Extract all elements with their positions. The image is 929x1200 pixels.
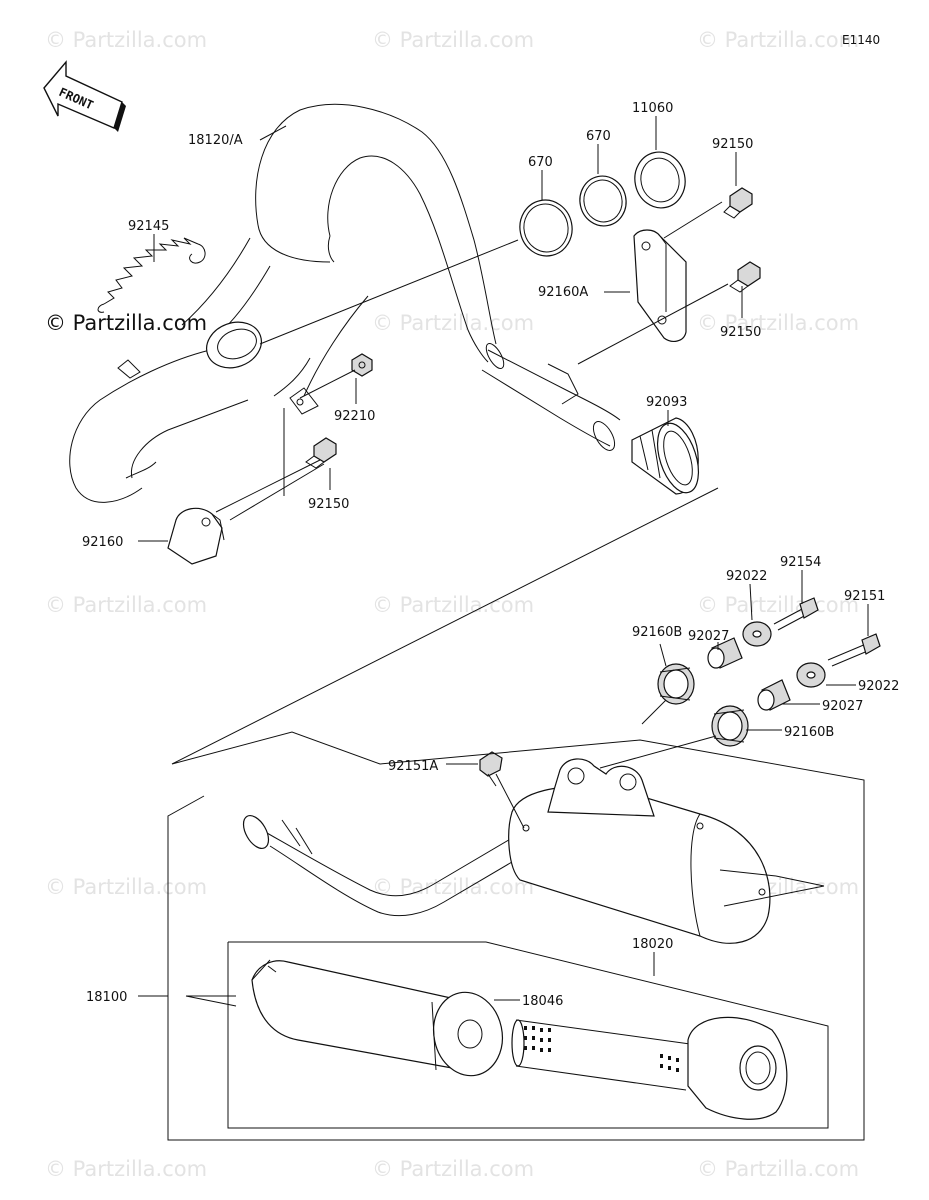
watermark: © Partzilla.com <box>45 875 207 899</box>
callout-labels: 18120/A 92145 670 670 11060 92150 92160A… <box>82 101 899 1009</box>
watermark: © Partzilla.com <box>697 28 859 52</box>
diagram-code: E1140 <box>842 33 880 47</box>
bolt-92150-b <box>729 261 761 293</box>
watermark: © Partzilla.com <box>372 1157 534 1181</box>
bracket-92160a <box>633 229 687 342</box>
gasket-670-b <box>579 175 627 227</box>
callout-670: 670 <box>528 155 553 170</box>
callout-92160: 92160 <box>82 535 123 550</box>
callout-92150: 92150 <box>712 137 753 152</box>
packing-18046 <box>251 959 503 1077</box>
callout-18020: 18020 <box>632 937 673 952</box>
watermark-dark: © Partzilla.com <box>45 311 207 335</box>
collar-92027-b <box>757 679 791 711</box>
callout-92150: 92150 <box>308 497 349 512</box>
bolt-92150-a <box>723 187 753 219</box>
gasket-11060 <box>634 151 686 209</box>
front-arrow-icon: FRONT <box>43 60 126 132</box>
callout-92022: 92022 <box>858 679 899 694</box>
watermark-layer: © Partzilla.com © Partzilla.com © Partzi… <box>45 28 859 1181</box>
callout-92160b: 92160B <box>784 725 834 740</box>
callout-670: 670 <box>586 129 611 144</box>
callout-92027: 92027 <box>688 629 729 644</box>
leader-lines <box>138 116 869 1001</box>
spring-92145 <box>97 237 206 313</box>
callout-92151a: 92151A <box>388 759 438 774</box>
watermark: © Partzilla.com <box>697 311 859 335</box>
washer-92022-a <box>742 621 772 647</box>
watermark: © Partzilla.com <box>45 28 207 52</box>
watermark: © Partzilla.com <box>372 593 534 617</box>
callout-18100: 18100 <box>86 990 127 1005</box>
callout-92022: 92022 <box>726 569 767 584</box>
joint-92093 <box>631 417 700 495</box>
watermark: © Partzilla.com <box>697 1157 859 1181</box>
washer-92022-b <box>796 662 826 688</box>
mount-92160b-a <box>657 663 695 705</box>
bolt-92150-c <box>305 437 337 469</box>
callout-92145: 92145 <box>128 219 169 234</box>
watermark: © Partzilla.com <box>372 311 534 335</box>
bracket-92160 <box>167 507 225 565</box>
mount-92160b-b <box>711 705 749 747</box>
exhaust-header-pipe <box>69 103 621 503</box>
collar-92027-a <box>707 637 743 669</box>
bolt-92151a <box>479 751 503 787</box>
callout-18120a: 18120/A <box>188 133 243 148</box>
callout-92027: 92027 <box>822 699 863 714</box>
nut-92210 <box>351 353 373 377</box>
watermark: © Partzilla.com <box>45 593 207 617</box>
callout-92160b: 92160B <box>632 625 682 640</box>
callout-18046: 18046 <box>522 994 563 1009</box>
callout-92154: 92154 <box>780 555 821 570</box>
callout-92093: 92093 <box>646 395 687 410</box>
callout-92160a: 92160A <box>538 285 588 300</box>
callout-92151: 92151 <box>844 589 885 604</box>
callout-92150: 92150 <box>720 325 761 340</box>
watermark: © Partzilla.com <box>45 1157 207 1181</box>
gasket-670-a <box>519 199 573 257</box>
callout-11060: 11060 <box>632 101 673 116</box>
bolt-92154 <box>773 597 819 631</box>
watermark: © Partzilla.com <box>372 875 534 899</box>
watermark: © Partzilla.com <box>372 28 534 52</box>
callout-92210: 92210 <box>334 409 375 424</box>
watermark: © Partzilla.com <box>697 593 859 617</box>
bolt-92151 <box>827 633 881 667</box>
silencer-assembly <box>242 758 771 944</box>
assembly-outline <box>167 487 865 1141</box>
end-cap-18020 <box>511 1016 788 1120</box>
